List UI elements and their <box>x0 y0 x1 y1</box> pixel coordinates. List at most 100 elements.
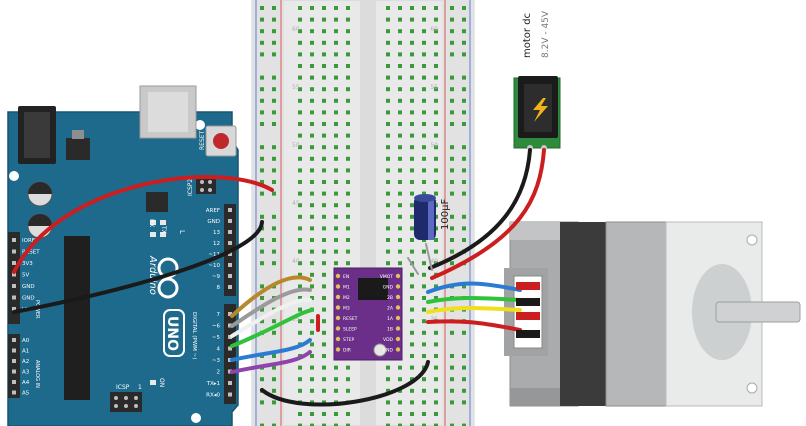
reset-button-cap[interactable] <box>213 133 229 149</box>
breadboard-hole[interactable] <box>272 377 276 382</box>
breadboard-hole[interactable] <box>434 52 438 57</box>
breadboard-hole[interactable] <box>298 249 302 254</box>
breadboard-hole[interactable] <box>434 400 438 405</box>
breadboard-hole[interactable] <box>386 365 390 370</box>
breadboard-hole[interactable] <box>310 412 314 416</box>
breadboard-hole[interactable] <box>322 284 326 289</box>
breadboard-hole[interactable] <box>398 261 402 266</box>
breadboard-hole[interactable] <box>422 377 426 382</box>
breadboard-hole[interactable] <box>422 29 426 34</box>
power-pin[interactable] <box>12 249 16 254</box>
breadboard-hole[interactable] <box>346 261 350 266</box>
breadboard-hole[interactable] <box>450 110 454 115</box>
digital-pin[interactable] <box>228 208 232 212</box>
breadboard-hole[interactable] <box>298 238 302 242</box>
breadboard-hole[interactable] <box>462 284 466 289</box>
breadboard-hole[interactable] <box>334 180 338 184</box>
breadboard-hole[interactable] <box>398 29 402 34</box>
digital-pin[interactable] <box>228 323 232 328</box>
digital-pin[interactable] <box>228 335 232 339</box>
breadboard-hole[interactable] <box>450 377 454 382</box>
breadboard-hole[interactable] <box>462 365 466 370</box>
breadboard-hole[interactable] <box>434 388 438 393</box>
breadboard-hole[interactable] <box>386 191 390 196</box>
breadboard-hole[interactable] <box>398 412 402 416</box>
breadboard-hole[interactable] <box>450 226 454 231</box>
breadboard-hole[interactable] <box>260 40 264 45</box>
breadboard-hole[interactable] <box>386 214 390 219</box>
breadboard-hole[interactable] <box>310 261 314 266</box>
breadboard-hole[interactable] <box>334 64 338 68</box>
breadboard-hole[interactable] <box>410 249 414 254</box>
breadboard-hole[interactable] <box>310 330 314 335</box>
power-pin[interactable] <box>12 261 16 265</box>
driver-pin[interactable] <box>335 273 341 279</box>
breadboard-hole[interactable] <box>398 377 402 382</box>
breadboard-hole[interactable] <box>272 249 276 254</box>
breadboard-hole[interactable] <box>298 75 302 80</box>
breadboard-hole[interactable] <box>450 122 454 126</box>
breadboard-hole[interactable] <box>422 52 426 57</box>
breadboard-hole[interactable] <box>410 133 414 138</box>
breadboard-hole[interactable] <box>260 284 264 289</box>
breadboard-hole[interactable] <box>398 40 402 45</box>
breadboard-hole[interactable] <box>386 400 390 405</box>
breadboard-hole[interactable] <box>298 122 302 126</box>
breadboard-hole[interactable] <box>346 249 350 254</box>
breadboard-hole[interactable] <box>462 6 466 10</box>
digital-pin[interactable] <box>228 219 232 223</box>
breadboard-hole[interactable] <box>346 17 350 22</box>
breadboard-hole[interactable] <box>260 17 264 22</box>
breadboard-hole[interactable] <box>386 122 390 126</box>
breadboard-hole[interactable] <box>310 98 314 103</box>
analog-pin[interactable] <box>12 380 16 384</box>
digital-pin[interactable] <box>228 263 232 267</box>
breadboard-hole[interactable] <box>450 261 454 266</box>
breadboard-hole[interactable] <box>272 17 276 22</box>
breadboard-hole[interactable] <box>398 191 402 196</box>
breadboard-hole[interactable] <box>260 423 264 426</box>
breadboard-hole[interactable] <box>298 296 302 300</box>
breadboard-hole[interactable] <box>422 272 426 277</box>
driver-pin[interactable] <box>395 273 401 279</box>
breadboard-hole[interactable] <box>272 191 276 196</box>
breadboard-hole[interactable] <box>398 423 402 426</box>
breadboard-hole[interactable] <box>272 87 276 92</box>
digital-pin[interactable] <box>228 381 232 385</box>
digital-pin[interactable] <box>228 369 232 374</box>
breadboard-hole[interactable] <box>422 191 426 196</box>
breadboard-hole[interactable] <box>310 226 314 231</box>
breadboard-hole[interactable] <box>450 249 454 254</box>
breadboard-hole[interactable] <box>410 40 414 45</box>
breadboard-hole[interactable] <box>260 238 264 242</box>
breadboard-hole[interactable] <box>422 354 426 358</box>
breadboard-hole[interactable] <box>346 52 350 57</box>
breadboard-hole[interactable] <box>462 423 466 426</box>
digital-pin[interactable] <box>228 285 232 289</box>
breadboard-hole[interactable] <box>310 145 314 150</box>
breadboard-hole[interactable] <box>298 133 302 138</box>
digital-pin[interactable] <box>228 230 232 234</box>
breadboard-hole[interactable] <box>434 249 438 254</box>
breadboard-hole[interactable] <box>410 226 414 231</box>
breadboard-hole[interactable] <box>298 319 302 324</box>
breadboard-hole[interactable] <box>260 6 264 10</box>
breadboard-hole[interactable] <box>450 388 454 393</box>
breadboard-hole[interactable] <box>322 87 326 92</box>
breadboard-hole[interactable] <box>422 307 426 312</box>
breadboard-hole[interactable] <box>346 110 350 115</box>
breadboard-hole[interactable] <box>450 400 454 405</box>
breadboard-hole[interactable] <box>272 110 276 115</box>
breadboard-hole[interactable] <box>272 29 276 34</box>
breadboard-hole[interactable] <box>462 98 466 103</box>
breadboard-hole[interactable] <box>462 29 466 34</box>
breadboard-hole[interactable] <box>260 249 264 254</box>
breadboard-hole[interactable] <box>260 180 264 184</box>
breadboard-hole[interactable] <box>346 377 350 382</box>
driver-pin[interactable] <box>395 294 401 300</box>
driver-pin[interactable] <box>395 284 401 289</box>
breadboard-hole[interactable] <box>462 354 466 358</box>
breadboard-hole[interactable] <box>422 249 426 254</box>
power-pin[interactable] <box>12 272 16 277</box>
breadboard-hole[interactable] <box>386 64 390 68</box>
